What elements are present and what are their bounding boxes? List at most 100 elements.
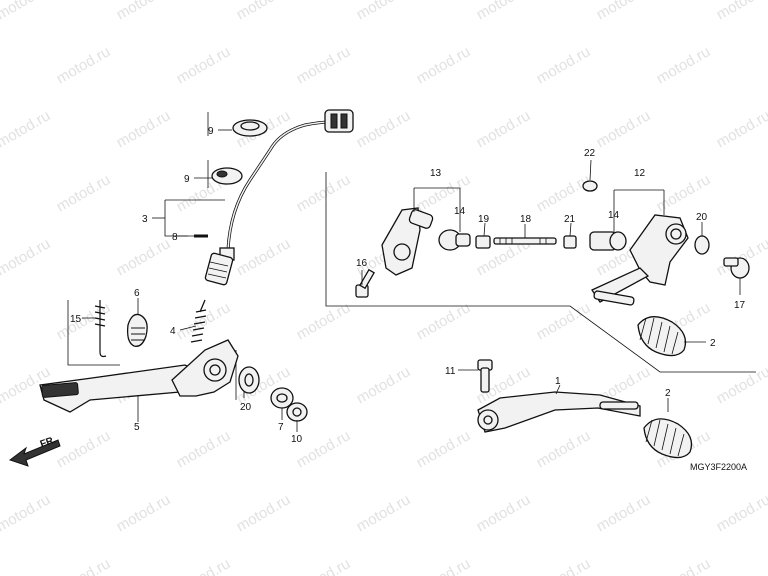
watermark-text: motod.ru — [234, 491, 294, 535]
callout-20a: 20 — [240, 402, 252, 413]
watermark-text: motod.ru — [654, 555, 714, 576]
callout-18: 18 — [520, 214, 532, 225]
callout-8: 8 — [172, 232, 178, 243]
watermark-text: motod.ru — [174, 43, 234, 87]
watermark-text: motod.ru — [474, 107, 534, 151]
watermark-text: motod.ru — [594, 491, 654, 535]
watermark-text: motod.ru — [354, 107, 414, 151]
watermark-text: motod.ru — [54, 299, 114, 343]
watermark-text: motod.ru — [114, 235, 174, 279]
assembly-boundary-line — [325, 172, 756, 373]
watermark-text: motod.ru — [0, 107, 53, 151]
callout-2b: 2 — [665, 388, 671, 399]
watermark-text: motod.ru — [294, 43, 354, 87]
watermark-text: motod.ru — [594, 0, 654, 23]
leader-lines — [82, 129, 741, 432]
front-direction-arrow: FR. — [8, 434, 61, 467]
clip-9a — [232, 119, 268, 137]
watermark-text: motod.ru — [534, 427, 594, 471]
callout-21: 21 — [564, 214, 576, 225]
watermark-text: motod.ru — [714, 491, 768, 535]
bolt-11 — [477, 359, 493, 393]
watermark-text: motod.ru — [234, 235, 294, 279]
watermark-text: motod.ru — [114, 491, 174, 535]
callout-9a: 9 — [208, 126, 214, 137]
callout-9b: 9 — [184, 174, 190, 185]
watermark-text: motod.ru — [114, 107, 174, 151]
washer-20b — [694, 235, 710, 255]
washer-22 — [582, 180, 598, 192]
clip-9b — [211, 167, 243, 185]
watermark-text: motod.ru — [654, 171, 714, 215]
watermark-text: motod.ru — [174, 427, 234, 471]
spring-6 — [126, 313, 148, 347]
callout-13: 13 — [430, 168, 442, 179]
watermark-text: motod.ru — [234, 0, 294, 23]
callout-6: 6 — [134, 288, 140, 299]
neutral-switch-3 — [204, 109, 354, 286]
watermark-text: motod.ru — [54, 555, 114, 576]
direction-label: FR. — [39, 434, 58, 450]
callout-4: 4 — [170, 326, 176, 337]
watermark-text: motod.ru — [294, 555, 354, 576]
watermark-text: motod.ru — [654, 43, 714, 87]
callout-3: 3 — [142, 214, 148, 225]
gear-shift-lever-1 — [477, 391, 641, 433]
watermark-text: motod.ru — [174, 555, 234, 576]
spring-15 — [94, 300, 107, 358]
callout-10: 10 — [291, 434, 303, 445]
callout-labels: 1 2 2 3 4 5 6 7 8 9 9 10 11 12 13 14 14 … — [70, 126, 746, 445]
watermark-text: motod.ru — [354, 363, 414, 407]
callout-16: 16 — [356, 258, 368, 269]
watermark-text: motod.ru — [414, 555, 474, 576]
watermark-text: motod.ru — [294, 171, 354, 215]
shift-rubber-2b — [643, 418, 693, 459]
watermark-text: motod.ru — [354, 0, 414, 23]
callout-17: 17 — [734, 300, 746, 311]
watermark-text: motod.ru — [594, 107, 654, 151]
watermark-text: motod.ru — [174, 299, 234, 343]
watermark-text: motod.ru — [534, 171, 594, 215]
callout-1: 1 — [555, 376, 561, 387]
watermark-text: motod.ru — [714, 363, 768, 407]
nut-21 — [563, 235, 577, 249]
watermark-text: motod.ru — [54, 43, 114, 87]
watermark-text: motod.ru — [54, 171, 114, 215]
callout-12: 12 — [634, 168, 646, 179]
shift-rubber-2a — [637, 316, 687, 357]
watermark-text: motod.ru — [474, 491, 534, 535]
watermark-text: motod.ru — [714, 107, 768, 151]
watermark-text: motod.ru — [294, 427, 354, 471]
spring-4 — [190, 299, 207, 343]
watermark-text: motod.ru — [0, 0, 53, 23]
watermark-text: motod.ru — [0, 491, 53, 535]
watermark-text: motod.ru — [474, 0, 534, 23]
step-bracket-12 — [591, 214, 689, 306]
watermark-text: motod.ru — [534, 555, 594, 576]
callout-2a: 2 — [710, 338, 716, 349]
callout-22: 22 — [584, 148, 596, 159]
clip-10 — [286, 402, 308, 422]
watermark-text: motod.ru — [414, 43, 474, 87]
watermark-text: motod.ru — [354, 491, 414, 535]
watermark-text: motod.ru — [714, 0, 768, 23]
bracket-15-6 — [67, 300, 120, 366]
washer-20a — [238, 366, 260, 394]
tie-rod-18 — [493, 237, 557, 245]
callout-5: 5 — [134, 422, 140, 433]
ball-joint-14b — [589, 231, 627, 251]
watermark-text: motod.ru — [54, 427, 114, 471]
bolt-16 — [355, 268, 375, 298]
callout-7: 7 — [278, 422, 284, 433]
watermark-text: motod.ru — [0, 235, 53, 279]
watermark-text: motod.ru — [114, 0, 174, 23]
watermark-text: motod.ru — [414, 427, 474, 471]
shift-pedal-5 — [39, 339, 239, 413]
ball-joint-14a — [438, 229, 471, 251]
diagram-code: MGY3F2200A — [690, 462, 747, 472]
watermark-text: motod.ru — [534, 43, 594, 87]
callout-15: 15 — [70, 314, 82, 325]
